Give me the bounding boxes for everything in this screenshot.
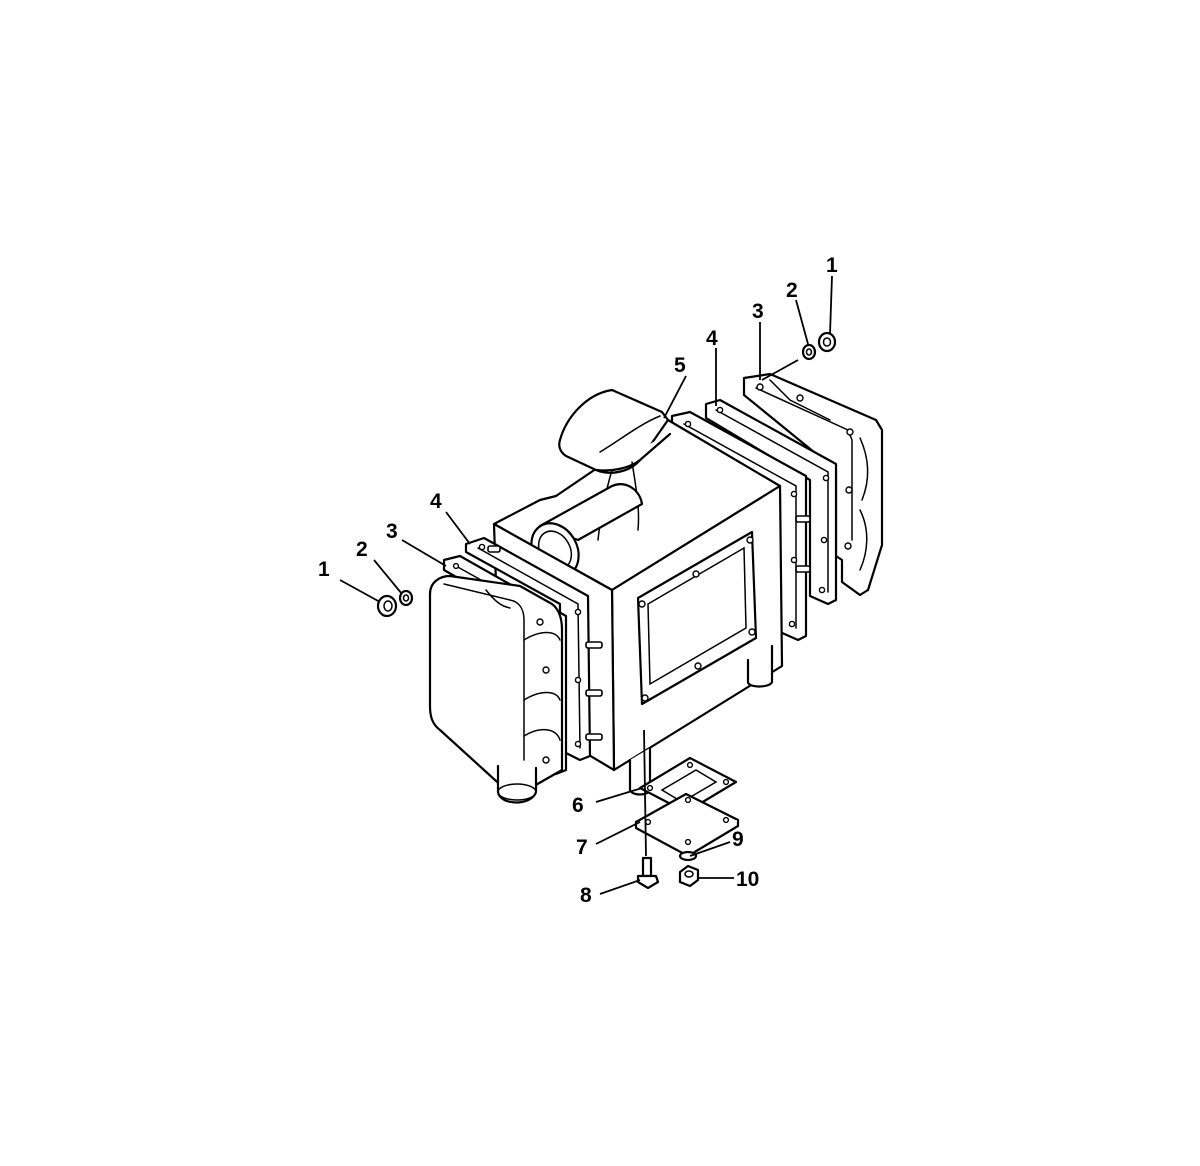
left-nut-1 (376, 594, 398, 618)
leader-lines (339, 275, 833, 895)
right-end-cover (742, 372, 884, 597)
callout-labels: 1 2 3 4 1 2 3 4 5 6 7 8 9 10 (318, 254, 838, 907)
right-nut-1 (817, 331, 837, 353)
washer-9 (678, 850, 698, 862)
callout-1-left: 1 (318, 558, 330, 581)
callout-3-right: 3 (752, 300, 764, 323)
callout-1-right: 1 (826, 254, 838, 277)
callout-2-right: 2 (786, 279, 798, 302)
callout-3-left: 3 (386, 520, 398, 543)
callout-6: 6 (572, 794, 584, 817)
callout-8: 8 (580, 884, 592, 907)
callout-4-left: 4 (430, 490, 442, 513)
callout-4-right: 4 (706, 327, 718, 350)
callout-2-left: 2 (356, 538, 368, 561)
callout-7: 7 (576, 836, 588, 859)
left-end-cover (428, 574, 564, 804)
callout-10: 10 (736, 868, 759, 891)
callout-5: 5 (674, 354, 686, 377)
left-gasket-4 (464, 536, 603, 762)
right-washer-2 (801, 343, 817, 361)
bolt-8 (636, 856, 660, 890)
callout-9: 9 (732, 828, 744, 851)
left-washer-2 (398, 589, 414, 607)
drain-plate-7 (634, 792, 740, 858)
right-gasket-3 (704, 398, 838, 606)
nut-10 (678, 864, 700, 888)
